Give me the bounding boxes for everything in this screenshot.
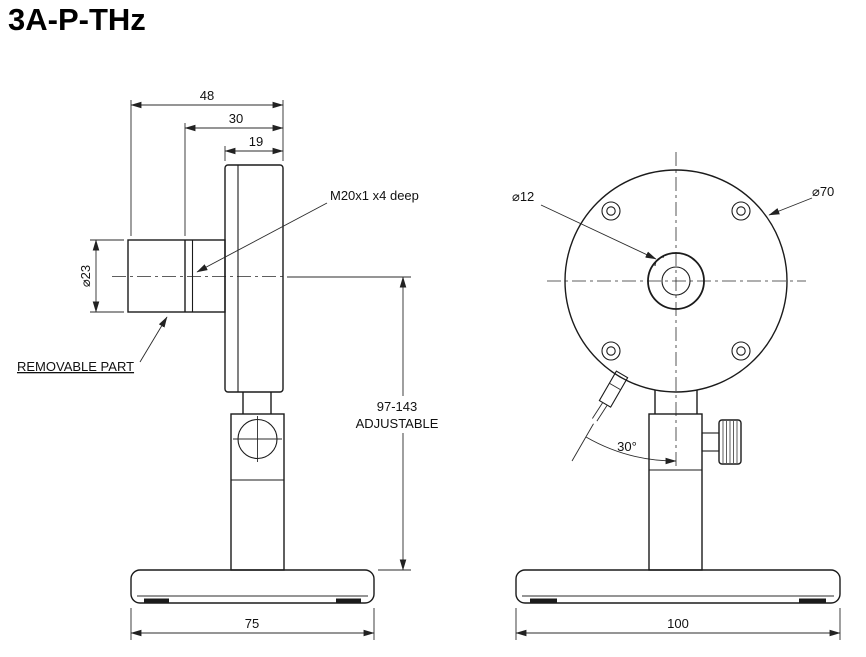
dim-text-19: 19 — [249, 134, 263, 149]
removable-leader-line — [139, 316, 168, 363]
dim-text-75: 75 — [245, 616, 259, 631]
base-foot-left — [530, 598, 557, 603]
thumbscrew-knob — [718, 419, 742, 465]
base-foot-right — [799, 598, 826, 603]
dim-text-height-range: 97-143 — [377, 399, 417, 414]
dim-text-diameter-12: ⌀12 — [512, 189, 534, 204]
mount-hole — [731, 341, 751, 361]
sensor-head-side — [224, 164, 284, 393]
mounting-holes — [601, 201, 751, 361]
mount-hole — [601, 341, 621, 361]
dim-text-48: 48 — [200, 88, 214, 103]
aperture-outer — [647, 252, 705, 310]
page-title: 3A-P-THz — [8, 2, 146, 37]
cable-axis-extension — [571, 423, 594, 462]
mount-hole — [601, 201, 621, 221]
mount-hole-inner — [606, 206, 616, 216]
dim-text-30: 30 — [229, 111, 243, 126]
knob-knurling — [722, 421, 738, 463]
sensor-head-front — [564, 169, 788, 393]
base-foot-right — [336, 598, 361, 603]
stand-base-side — [130, 569, 375, 604]
removable-cylinder — [127, 239, 226, 313]
stand-base-front — [515, 569, 841, 604]
base-foot-left — [144, 598, 169, 603]
aperture-notch — [654, 256, 665, 267]
mount-hole-inner — [606, 346, 616, 356]
cable-wire — [596, 404, 608, 422]
mount-hole — [731, 201, 751, 221]
thread-leader-line — [196, 202, 328, 273]
dim-text-diameter-70: ⌀70 — [812, 184, 834, 199]
dim-text-angle: 30° — [617, 439, 637, 454]
stand-post-front — [648, 413, 703, 571]
aperture-hole — [661, 266, 691, 296]
dim-text-background — [351, 396, 443, 433]
connector-body — [598, 370, 629, 408]
connector-split-line — [609, 382, 621, 391]
mount-hole-inner — [736, 346, 746, 356]
side-view-dimensions: 48 30 19 ⌀23 M20x1 x4 deep REMOVABLE PAR… — [17, 88, 443, 640]
front-view: 30° — [515, 152, 841, 604]
cable-wire — [592, 402, 604, 419]
dim-text-diameter-23: ⌀23 — [78, 265, 93, 287]
aperture-leader-line — [540, 204, 657, 260]
thread-label: M20x1 x4 deep — [330, 188, 419, 203]
front-view-dimensions: ⌀12 ⌀70 100 — [512, 184, 841, 640]
dim-text-100: 100 — [667, 616, 689, 631]
thumbscrew-shaft — [701, 432, 720, 452]
mount-hole-inner — [736, 206, 746, 216]
side-view — [112, 164, 375, 604]
angle-dimension-arc — [585, 436, 677, 465]
head-diameter-leader-line — [768, 197, 813, 216]
cable-connector — [571, 370, 629, 462]
removable-part-label: REMOVABLE PART — [17, 359, 134, 374]
dim-text-adjustable: ADJUSTABLE — [356, 416, 439, 431]
